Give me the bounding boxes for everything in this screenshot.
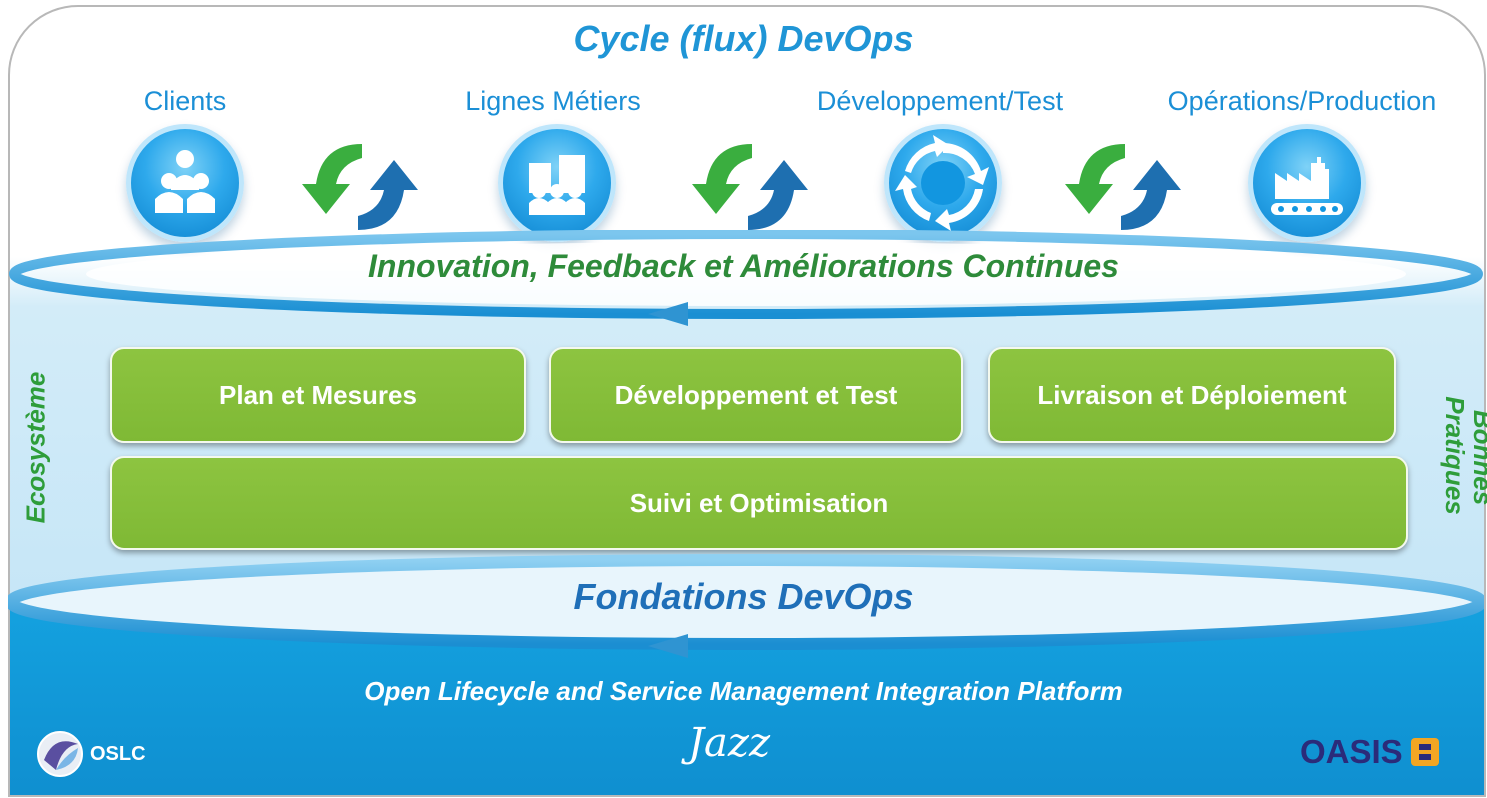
jazz-label: Jazz — [688, 720, 771, 766]
clients-icon — [126, 124, 244, 242]
side-pratiques: Pratiques — [1439, 396, 1470, 515]
side-ecosysteme: Ecosystème — [20, 371, 51, 524]
oasis-label: OASIS — [1300, 733, 1403, 770]
factory-icon — [1248, 124, 1366, 242]
sync-arrows-icon — [302, 144, 418, 230]
business-lines-icon — [498, 124, 616, 242]
box-dev-test: Développement et Test — [549, 347, 963, 443]
ring-top-text: Innovation, Feedback et Améliorations Co… — [368, 248, 1119, 284]
oasis-logo: OASIS — [1300, 733, 1441, 771]
oslc-label: OSLC — [90, 742, 146, 765]
box-plan-mesures: Plan et Mesures — [110, 347, 526, 443]
label-clients: Clients — [143, 86, 227, 116]
box-suivi: Suivi et Optimisation — [110, 456, 1408, 550]
oslc-logo: OSLC — [36, 730, 146, 778]
label-operations: Opérations/Production — [1167, 86, 1437, 116]
dev-test-cycle-icon — [884, 124, 1002, 242]
label-lignes-metiers: Lignes Métiers — [465, 86, 641, 116]
oasis-icon — [1410, 738, 1439, 766]
sync-arrows-icon — [1065, 144, 1181, 230]
top-ring-arrow — [9, 230, 1483, 326]
side-bonnes: Bonnes — [1468, 409, 1487, 506]
jazz-logo: Jazz — [688, 720, 770, 766]
platform-text: Open Lifecycle and Service Management In… — [364, 676, 1123, 706]
ring-bottom-text: Fondations DevOps — [573, 576, 914, 617]
box-livraison: Livraison et Déploiement — [988, 347, 1396, 443]
oslc-icon — [37, 731, 83, 777]
diagram-title: Cycle (flux) DevOps — [573, 18, 914, 59]
bottom-ring-arrow — [8, 554, 1484, 658]
label-dev-test: Développement/Test — [816, 86, 1064, 116]
sync-arrows-icon — [692, 144, 808, 230]
